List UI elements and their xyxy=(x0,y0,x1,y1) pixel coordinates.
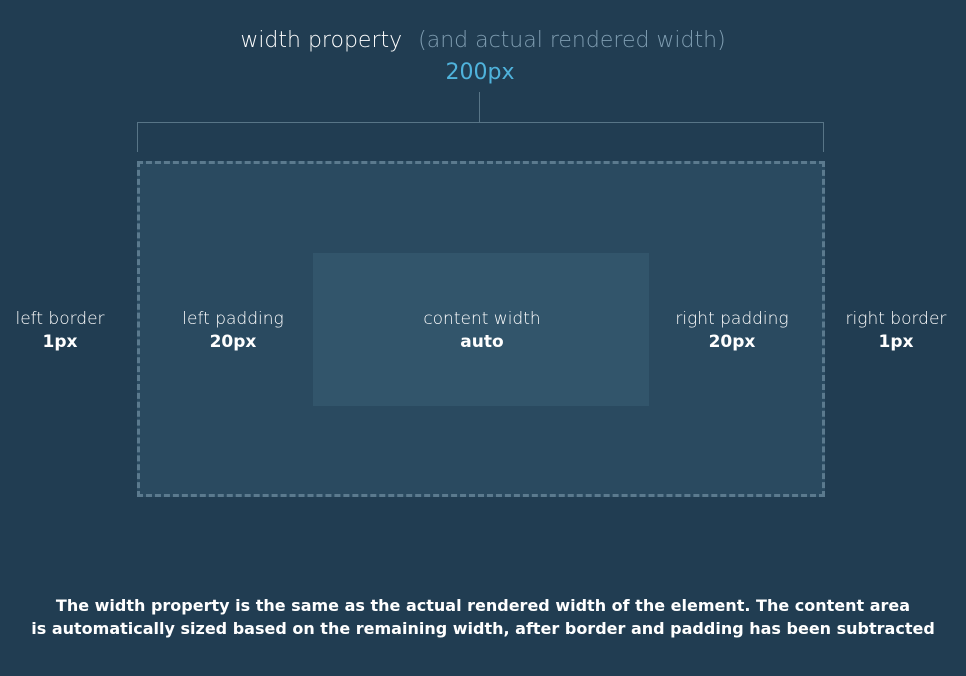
dimension-bracket-stem xyxy=(479,92,480,122)
left-border-name: left border xyxy=(15,309,105,329)
left-padding-name: left padding xyxy=(182,309,284,329)
right-border-label: right border 1px xyxy=(786,308,966,354)
content-width-name: content width xyxy=(423,309,541,329)
right-border-value: 1px xyxy=(878,332,914,352)
left-border-value: 1px xyxy=(42,332,78,352)
content-width-label: content width auto xyxy=(372,308,592,354)
width-property-label: width property xyxy=(240,28,403,53)
left-padding-value: 20px xyxy=(209,332,257,352)
diagram-title: width property (and actual rendered width… xyxy=(0,26,966,56)
caption-line-1: The width property is the same as the ac… xyxy=(55,596,911,615)
explanation-caption: The width property is the same as the ac… xyxy=(0,594,966,640)
caption-line-2: is automatically sized based on the rema… xyxy=(31,619,935,638)
width-value: 200px xyxy=(445,60,515,85)
left-border-label: left border 1px xyxy=(0,308,170,354)
content-width-value: auto xyxy=(460,332,504,352)
content-area xyxy=(313,253,649,406)
right-padding-label: right padding 20px xyxy=(622,308,842,354)
right-border-name: right border xyxy=(845,309,947,329)
dimension-bracket xyxy=(137,122,824,152)
left-padding-label: left padding 20px xyxy=(123,308,343,354)
right-padding-value: 20px xyxy=(708,332,756,352)
right-padding-name: right padding xyxy=(675,309,789,329)
width-property-note: (and actual rendered width) xyxy=(418,28,726,53)
